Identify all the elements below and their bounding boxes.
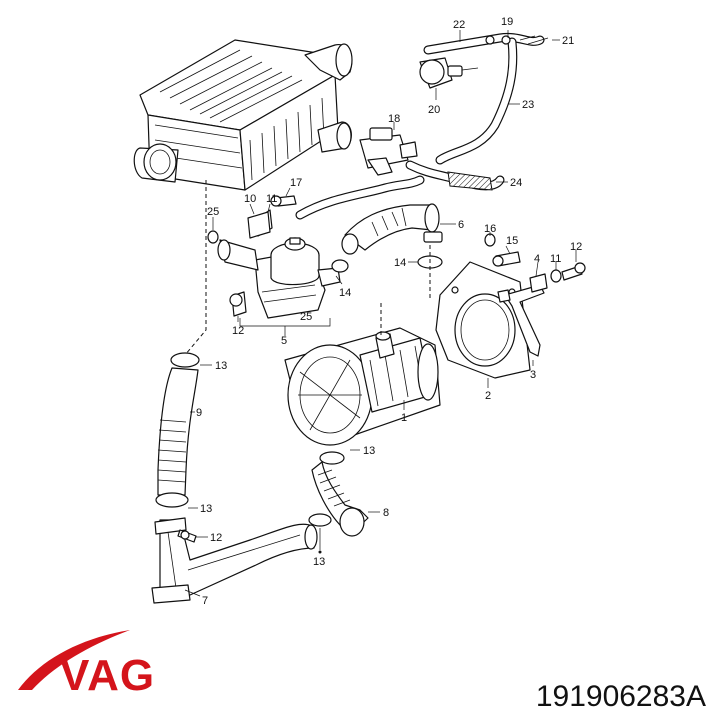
callout-25-lower: 25 bbox=[300, 311, 312, 323]
assembly-line-pump bbox=[380, 245, 431, 335]
callout-15: 15 bbox=[506, 235, 518, 247]
callout-10: 10 bbox=[244, 193, 256, 205]
callout-21: 21 bbox=[562, 35, 574, 47]
callout-14-right: 14 bbox=[394, 257, 406, 269]
callout-11-upper: 11 bbox=[266, 193, 277, 205]
callout-6: 6 bbox=[458, 219, 464, 231]
callout-13-bottom: 13 bbox=[313, 556, 325, 568]
assembly-line bbox=[184, 180, 207, 356]
part-number: 191906283A bbox=[536, 680, 706, 713]
callout-8: 8 bbox=[383, 507, 389, 519]
callout-4: 4 bbox=[534, 253, 540, 265]
callout-13-upper: 13 bbox=[215, 360, 227, 372]
callout-11-right: 11 bbox=[550, 253, 561, 265]
callout-12-bottom: 12 bbox=[210, 532, 222, 544]
callout-labels: 22 19 21 20 23 18 24 17 10 11 25 6 16 15… bbox=[196, 16, 582, 607]
callout-1: 1 bbox=[401, 412, 407, 424]
callout-12-left: 12 bbox=[232, 325, 244, 337]
callout-13-middle: 13 bbox=[363, 445, 375, 457]
callout-23: 23 bbox=[522, 99, 534, 111]
secondary-air-pump bbox=[284, 327, 441, 446]
callout-25-upper: 25 bbox=[207, 206, 219, 218]
vag-logo: VAG bbox=[18, 630, 155, 700]
air-filter-housing bbox=[133, 39, 353, 191]
vacuum-hose-group bbox=[359, 32, 549, 191]
brand-name: VAG bbox=[60, 651, 155, 700]
callout-13-left: 13 bbox=[200, 503, 212, 515]
callout-2: 2 bbox=[485, 390, 491, 402]
callout-14-left: 14 bbox=[339, 287, 351, 299]
hose-8 bbox=[308, 451, 369, 537]
callout-16: 16 bbox=[484, 223, 496, 235]
group-bracket-5 bbox=[239, 318, 331, 327]
callout-24: 24 bbox=[510, 177, 522, 189]
pump-bracket bbox=[435, 261, 531, 379]
callout-5: 5 bbox=[281, 335, 287, 347]
callout-7: 7 bbox=[202, 595, 208, 607]
pipe-6 bbox=[295, 175, 443, 255]
fasteners-right bbox=[484, 233, 586, 293]
pipe-7 bbox=[151, 517, 318, 604]
logo-swoosh bbox=[18, 630, 130, 690]
callout-17: 17 bbox=[290, 177, 302, 189]
callout-20: 20 bbox=[428, 104, 440, 116]
callout-19: 19 bbox=[501, 16, 513, 28]
callout-3: 3 bbox=[530, 369, 536, 381]
hose-9 bbox=[155, 352, 200, 508]
callout-12-right: 12 bbox=[570, 241, 582, 253]
leader-lines bbox=[184, 30, 577, 597]
leader-dot bbox=[318, 550, 322, 554]
callout-22: 22 bbox=[453, 19, 465, 31]
callout-18: 18 bbox=[388, 113, 400, 125]
callout-9: 9 bbox=[196, 407, 202, 419]
combination-valve bbox=[207, 195, 443, 319]
